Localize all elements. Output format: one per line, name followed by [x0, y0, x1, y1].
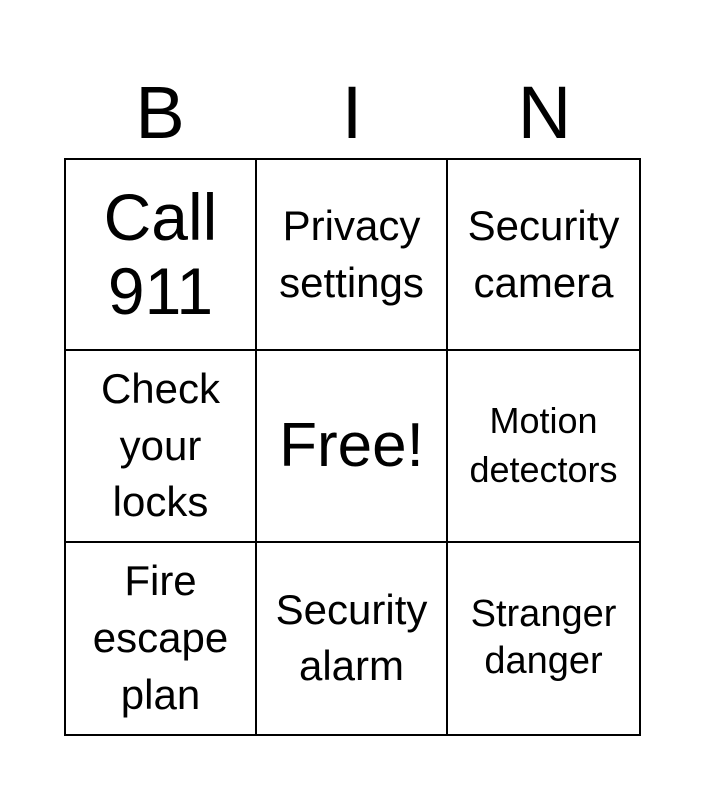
bingo-cell-r1-c3[interactable]: Security camera	[448, 160, 639, 352]
bingo-cell-r2-c3[interactable]: Motion detectors	[448, 351, 639, 543]
bingo-cell-r3-c1[interactable]: Fire escape plan	[66, 542, 257, 734]
bingo-cell-r3-c2[interactable]: Security alarm	[257, 542, 448, 734]
bingo-header: B I N	[64, 68, 641, 158]
bingo-cell-r3-c3[interactable]: Stranger danger	[470, 592, 617, 683]
bingo-cell-free-space[interactable]: Free!	[257, 351, 448, 543]
header-letter-b: B	[135, 71, 185, 154]
header-letter-n: N	[517, 71, 572, 154]
bingo-cell-r1-c2[interactable]: Privacy settings	[257, 160, 448, 352]
bingo-board: Call 911 Privacy settings Security camer…	[64, 158, 641, 736]
bingo-cell-r1-c1[interactable]: Call 911	[66, 160, 257, 352]
header-letter-i: I	[341, 71, 363, 154]
bingo-cell-r2-c1[interactable]: Check your locks	[66, 351, 257, 543]
